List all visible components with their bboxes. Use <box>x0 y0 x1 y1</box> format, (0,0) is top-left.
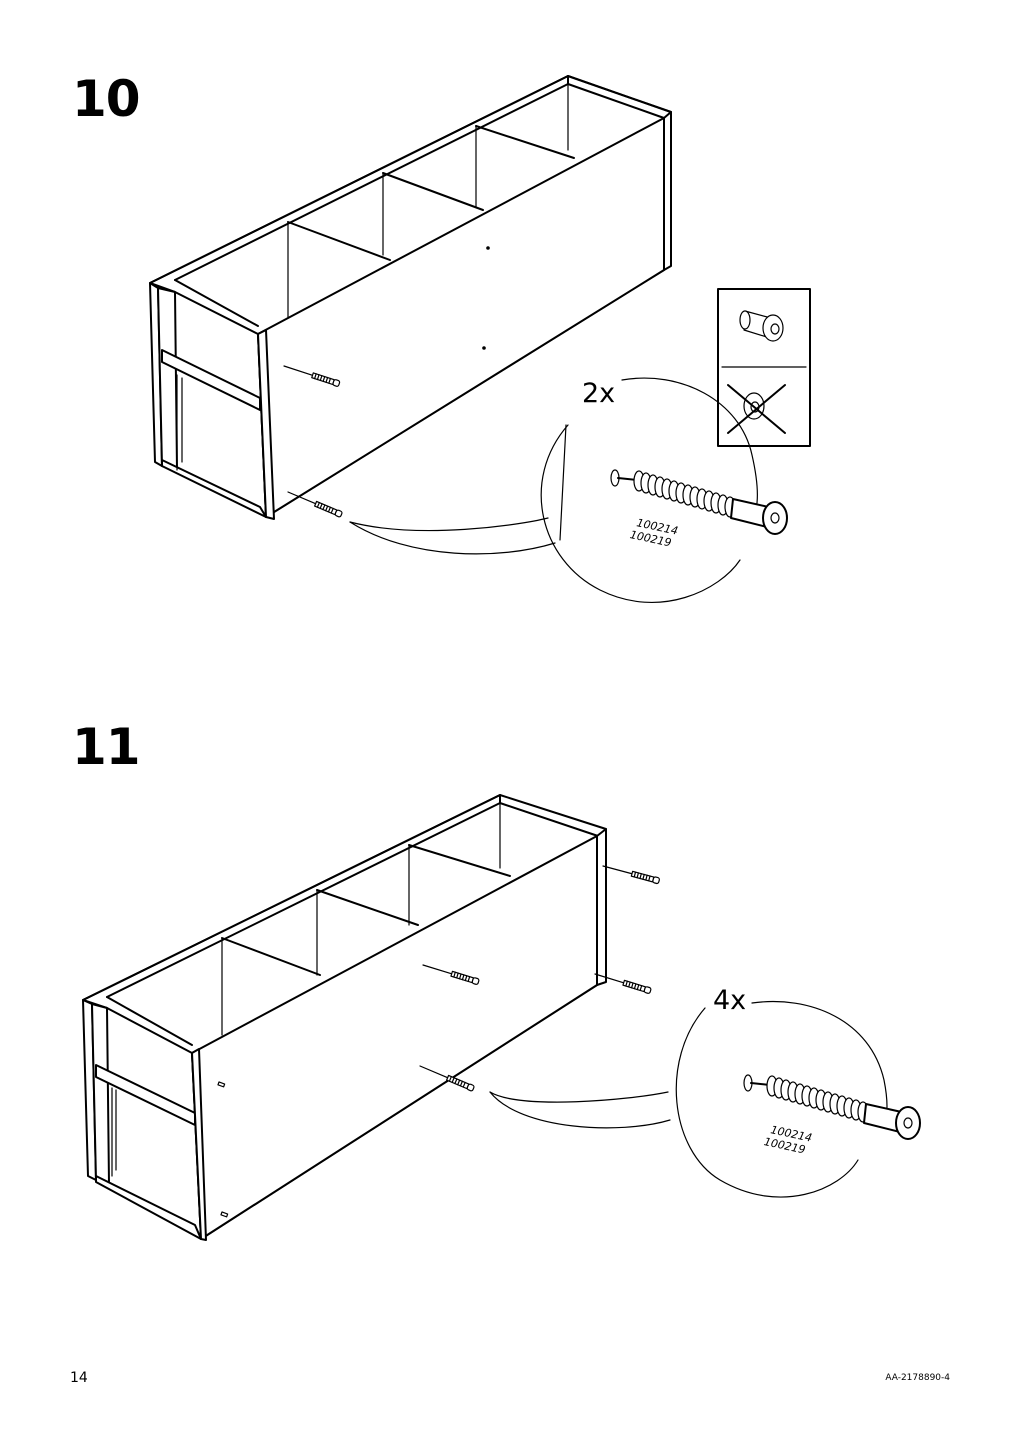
step-11-quantity: 4x <box>713 985 746 1016</box>
step-11-illustration: 4x 100214 100219 <box>82 794 921 1241</box>
page-number: 14 <box>70 1370 88 1386</box>
pin-bolt-icon-box <box>717 288 811 447</box>
pin-bolt-not-allowed-icon <box>727 384 786 434</box>
step-11-number: 11 <box>72 718 141 776</box>
step-10-number: 10 <box>72 70 141 128</box>
step-10-illustration: 2x 100214 100219 <box>149 75 811 604</box>
pin-bolt-allowed-icon <box>739 310 784 342</box>
document-id: AA-2178890-4 <box>885 1373 950 1383</box>
step-10-quantity: 2x <box>582 378 615 409</box>
